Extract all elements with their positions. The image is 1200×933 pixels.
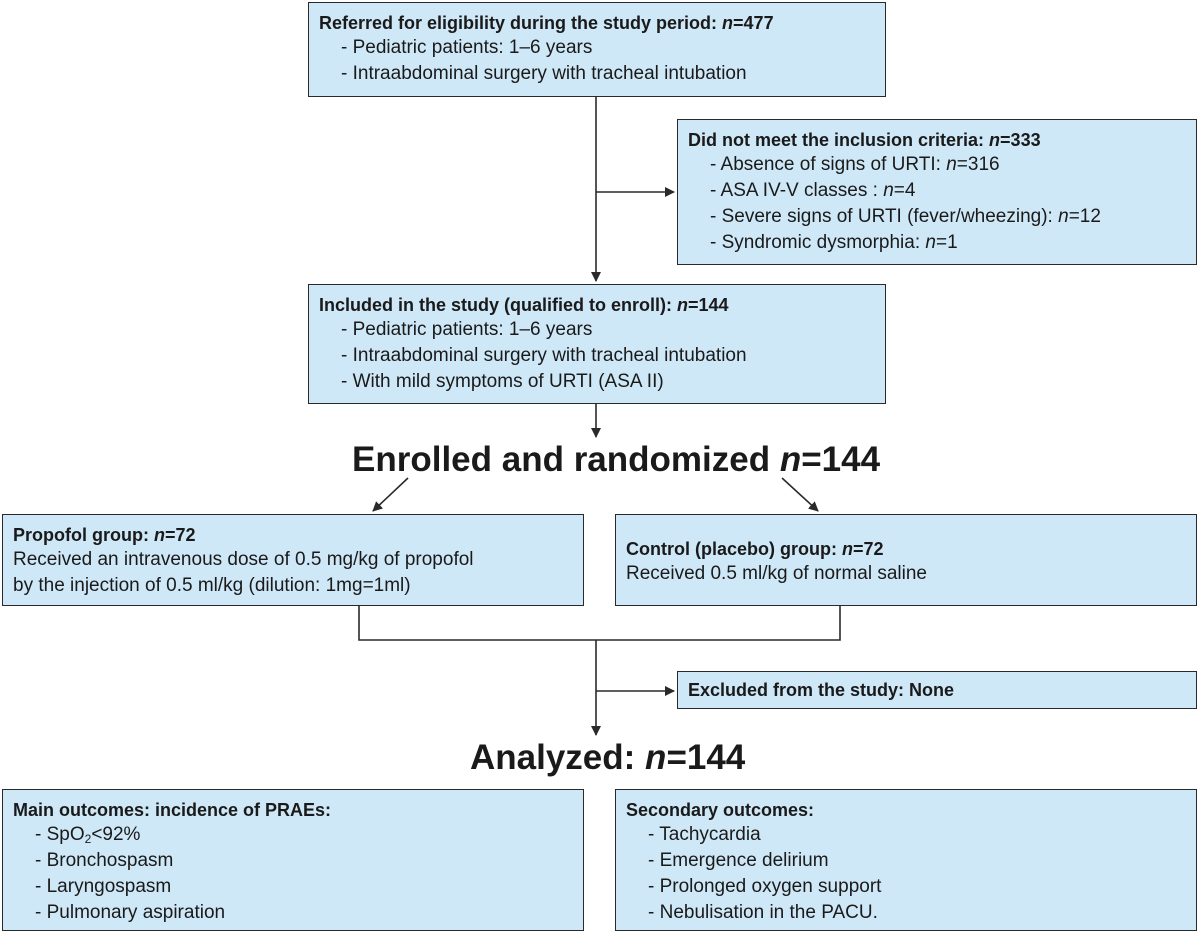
exclusion-criteria-title: Did not meet the inclusion criteria: n=3… xyxy=(688,130,1041,150)
referred-title: Referred for eligibility during the stud… xyxy=(319,13,774,33)
excluded-from-study-title: Excluded from the study: None xyxy=(688,680,955,700)
propofol-title: Propofol group: n=72 xyxy=(13,525,196,545)
propofol-description: Received an intravenous dose of 0.5 mg/k… xyxy=(13,549,474,570)
included-item: - Intraabdominal surgery with tracheal i… xyxy=(341,345,747,366)
main-outcome-item: - Laryngospasm xyxy=(35,876,172,897)
control-group-box: Control (placebo) group: n=72 Received 0… xyxy=(615,514,1197,606)
main-outcome-item: - SpO2<92% xyxy=(35,824,141,846)
main-outcomes-box: Main outcomes: incidence of PRAEs: - SpO… xyxy=(2,789,584,931)
merge-connector xyxy=(358,606,841,641)
referred-box: Referred for eligibility during the stud… xyxy=(308,2,886,97)
propofol-description: by the injection of 0.5 ml/kg (dilution:… xyxy=(13,575,411,596)
control-title: Control (placebo) group: n=72 xyxy=(626,539,884,559)
main-outcome-item: - Bronchospasm xyxy=(35,850,174,871)
analyzed-heading: Analyzed: n=144 xyxy=(470,738,746,777)
exclusion-item: - Severe signs of URTI (fever/wheezing):… xyxy=(710,206,1101,227)
secondary-outcome-item: - Nebulisation in the PACU. xyxy=(648,902,878,923)
propofol-group-box: Propofol group: n=72 Received an intrave… xyxy=(2,514,584,606)
main-outcomes-title: Main outcomes: incidence of PRAEs: xyxy=(13,800,332,820)
excluded-from-study-box: Excluded from the study: None xyxy=(677,671,1197,709)
included-item: - Pediatric patients: 1–6 years xyxy=(341,319,593,340)
exclusion-criteria-box: Did not meet the inclusion criteria: n=3… xyxy=(677,119,1197,265)
referred-item: - Pediatric patients: 1–6 years xyxy=(341,37,593,58)
main-outcome-item: - Pulmonary aspiration xyxy=(35,902,226,923)
enrolled-heading: Enrolled and randomized n=144 xyxy=(352,440,881,479)
secondary-outcome-item: - Prolonged oxygen support xyxy=(648,876,882,897)
secondary-outcome-item: - Tachycardia xyxy=(648,824,761,845)
exclusion-item: - Syndromic dysmorphia: n=1 xyxy=(710,232,958,253)
exclusion-item: - ASA IV-V classes : n=4 xyxy=(710,180,916,201)
referred-item: - Intraabdominal surgery with tracheal i… xyxy=(341,63,747,84)
secondary-outcome-item: - Emergence delirium xyxy=(648,850,829,871)
included-box: Included in the study (qualified to enro… xyxy=(308,284,886,404)
included-item: - With mild symptoms of URTI (ASA II) xyxy=(341,371,664,392)
arrow-enrolled-to-control xyxy=(781,477,819,512)
exclusion-item: - Absence of signs of URTI: n=316 xyxy=(710,154,1000,175)
secondary-outcomes-title: Secondary outcomes: xyxy=(626,800,815,820)
control-description: Received 0.5 ml/kg of normal saline xyxy=(626,563,927,584)
secondary-outcomes-box: Secondary outcomes: - Tachycardia - Emer… xyxy=(615,789,1197,931)
included-title: Included in the study (qualified to enro… xyxy=(319,295,729,315)
arrow-enrolled-to-propofol xyxy=(372,477,409,512)
